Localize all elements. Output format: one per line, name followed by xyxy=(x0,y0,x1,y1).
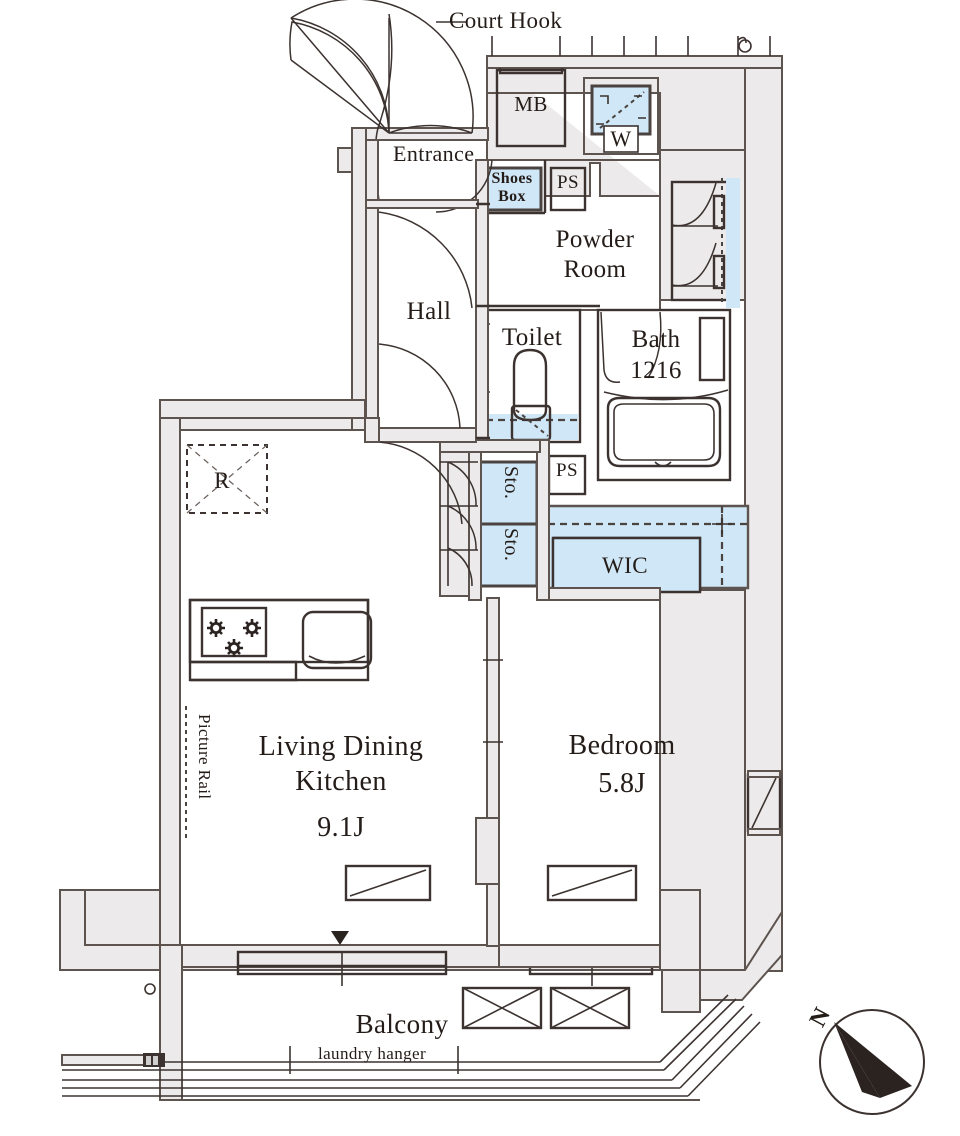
label-bath-size: 1216 xyxy=(630,357,682,384)
label-shoes-box-line1: Shoes xyxy=(491,170,533,187)
label-laundry-hanger: laundry hanger xyxy=(317,1044,427,1063)
label-ldk-area: 9.1J xyxy=(317,812,365,843)
label-powder-room-line1: Powder xyxy=(555,226,635,253)
label-ldk-line2: Kitchen xyxy=(295,766,387,797)
label-court-hook: Court Hook xyxy=(449,8,563,33)
label-refrigerator: R xyxy=(214,468,230,493)
label-powder-room-line2: Room xyxy=(563,256,627,283)
label-shoes-box-line2: Box xyxy=(498,188,526,205)
label-toilet: Toilet xyxy=(501,324,563,351)
label-ldk-line1: Living Dining xyxy=(258,731,424,762)
label-picture-rail: Picture Rail xyxy=(195,714,214,800)
label-bedroom-area: 5.8J xyxy=(598,768,646,799)
label-bedroom: Bedroom xyxy=(568,730,676,761)
label-balcony: Balcony xyxy=(355,1009,449,1039)
label-hall: Hall xyxy=(406,298,452,325)
label-mb: MB xyxy=(514,92,548,116)
label-wic: WIC xyxy=(602,553,648,578)
label-ps-lower: PS xyxy=(556,460,578,481)
label-sto-lower: Sto. xyxy=(500,528,522,562)
compass-rose xyxy=(819,1009,925,1115)
label-entrance: Entrance xyxy=(393,141,475,166)
label-sto-upper: Sto. xyxy=(500,466,522,500)
label-ps-upper: PS xyxy=(557,172,579,193)
label-bath: Bath xyxy=(631,326,681,353)
label-washer: W xyxy=(610,126,632,151)
